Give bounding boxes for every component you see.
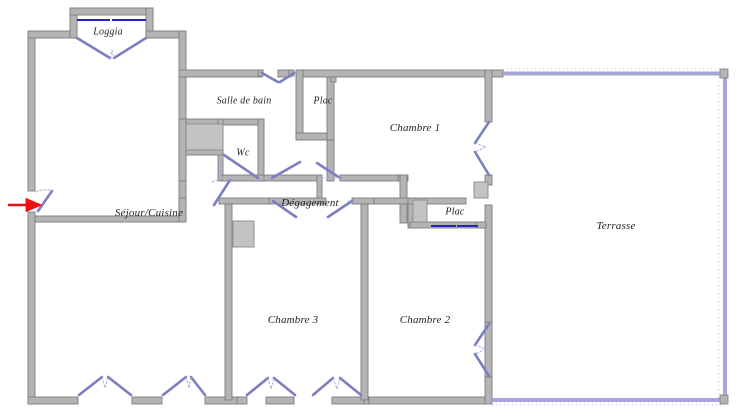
window-sejour-2-right [189, 375, 207, 397]
window-chambre2-left [311, 376, 335, 397]
wall-exterior-bottom-2 [131, 396, 163, 405]
window-chambre3-right [272, 376, 297, 397]
window-sejour-1-right [106, 375, 133, 397]
door-sdb-arc [211, 178, 231, 183]
door-chambre2-terrasse-arc [474, 344, 488, 355]
door-wc-arc [219, 154, 225, 179]
window-chambre2-right [338, 376, 363, 397]
wall-nib-top-3 [330, 76, 337, 83]
wall-exterior-left-upper [27, 30, 36, 192]
window-sejour-1-arc [101, 376, 109, 390]
door-swing-group [35, 36, 491, 397]
wall-plac-haut-right [326, 76, 335, 141]
duct-shaft-corridor [412, 199, 428, 223]
wall-plac-bas-top [407, 197, 467, 205]
wall-exterior-bottom-8 [368, 396, 486, 405]
wall-exterior-bottom-5 [265, 396, 295, 405]
bathtub-fixture [185, 123, 224, 151]
wall-sejour-south [34, 215, 181, 223]
door-chambre1-corridor-leaf [315, 161, 342, 180]
wall-degagement-south-1 [218, 197, 274, 205]
window-chambre2-arc [332, 377, 341, 391]
terrace-post-bottom-right [719, 394, 729, 405]
door-chambre2-terrasse-lower [473, 352, 491, 378]
walls-group [27, 7, 504, 405]
door-wc-leaf [222, 153, 260, 180]
door-loggia-right-leaf [112, 36, 148, 60]
window-sejour-2-left [161, 375, 188, 397]
wall-exterior-top-1 [178, 69, 263, 78]
wall-exterior-right-4 [484, 374, 493, 405]
wall-stub-corridor-mid [316, 174, 323, 199]
wall-sejour-corner-stub [178, 197, 187, 223]
wall-plac-haut-right-stub [326, 139, 335, 182]
wall-exterior-bottom-6 [331, 396, 365, 405]
window-top-sdb-right-leaf [278, 71, 296, 84]
door-chambre3-leaf [271, 199, 298, 219]
window-top-sdb-left-leaf [260, 71, 280, 84]
duct-shaft-chambre1 [473, 181, 489, 199]
wall-degagement-south-4 [373, 197, 409, 205]
wall-degagement-south-3 [351, 197, 375, 205]
wall-exterior-top-3 [302, 69, 504, 78]
door-loggia-left-leaf [75, 36, 112, 60]
wall-chambre3-chambre2 [360, 203, 369, 401]
window-chambre3-left [245, 376, 270, 397]
door-entry-arc [35, 189, 53, 193]
window-chambre3-arc [267, 377, 275, 391]
door-chambre1-terrasse-upper [473, 120, 491, 145]
door-loggia-arc [109, 49, 115, 59]
window-sejour-2-arc [185, 376, 192, 389]
window-sash-group [77, 19, 478, 227]
door-chambre1-terrasse-lower [473, 150, 491, 177]
door-chambre2-leaf [326, 199, 354, 219]
door-entry-leaf [36, 189, 54, 213]
door-chambre1-terrasse-arc [474, 142, 488, 153]
fixtures-group [185, 123, 489, 248]
door-sdb-leaf [212, 178, 232, 207]
wall-chambre3-left [224, 203, 233, 401]
wall-exterior-left-lower [27, 211, 36, 405]
duct-shaft-sejour [232, 220, 255, 248]
door-plac-haut-leaf [270, 160, 302, 180]
wall-degagement-north-2 [339, 174, 401, 182]
terrace-post-top-right [719, 68, 729, 79]
wall-loggia-top [69, 7, 154, 16]
window-sejour-1-left [77, 375, 104, 397]
wall-exterior-right-1 [484, 69, 493, 123]
door-chambre2-terrasse-upper [473, 322, 491, 347]
wall-sdb-plac [295, 69, 304, 141]
wall-exterior-bottom-4 [236, 396, 248, 405]
wall-wc-right [257, 118, 265, 182]
wall-exterior-bottom-3 [204, 396, 242, 405]
wall-exterior-bottom-1 [27, 396, 79, 405]
wall-stub-sdb-left [178, 118, 187, 182]
terrace-railing-group [492, 68, 729, 406]
